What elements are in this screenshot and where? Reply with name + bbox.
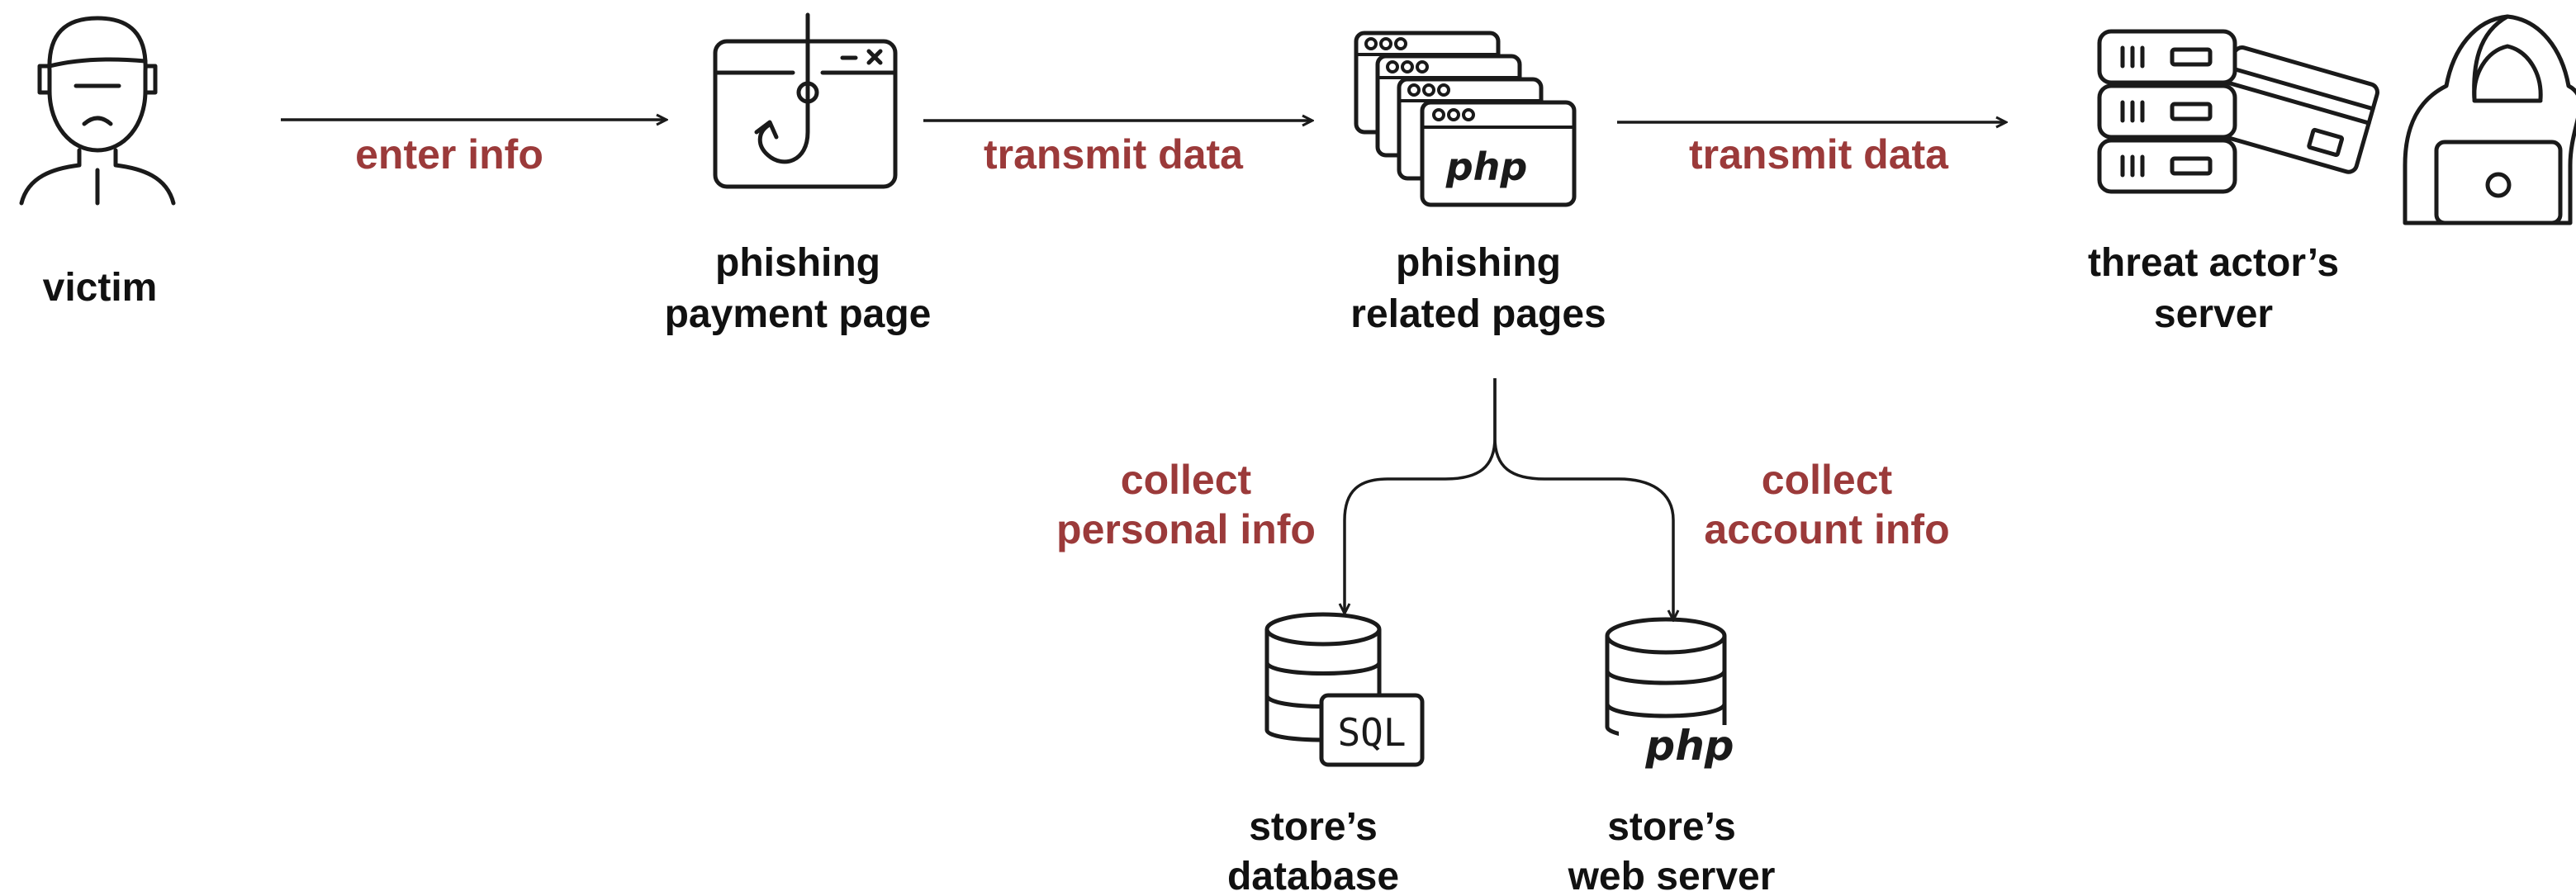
php-pages-icon-text: php bbox=[1445, 145, 1528, 189]
collect-personal-label-line2: personal info bbox=[1056, 506, 1316, 552]
threat-server-label-line1: threat actor’s bbox=[2088, 241, 2339, 285]
payment-page-label-line2: payment page bbox=[665, 292, 932, 336]
related-pages-label-line2: related pages bbox=[1350, 292, 1606, 336]
transmit-data-label-1: transmit data bbox=[984, 131, 1244, 178]
phishing-hook-page-icon bbox=[713, 12, 898, 189]
collect-personal-label-line1: collect bbox=[1121, 457, 1252, 503]
arrow-collect-personal-info bbox=[1345, 378, 1497, 613]
victim-person-icon bbox=[19, 16, 176, 206]
php-pages-stack-icon: php bbox=[1354, 31, 1577, 207]
hooded-hacker-icon bbox=[2403, 14, 2576, 225]
php-database-icon: php bbox=[1605, 617, 1743, 775]
collect-account-label-line2: account info bbox=[1704, 506, 1949, 552]
threat-server-label-line2: server bbox=[2154, 292, 2273, 336]
sql-database-icon-text: SQL bbox=[1337, 710, 1406, 755]
enter-info-label: enter info bbox=[355, 131, 543, 178]
victim-label: victim bbox=[43, 266, 158, 310]
store-db-label-line1: store’s bbox=[1249, 805, 1378, 849]
php-database-icon-text: php bbox=[1644, 722, 1734, 770]
store-db-label-line2: database bbox=[1227, 855, 1399, 896]
transmit-data-label-2: transmit data bbox=[1689, 131, 1949, 178]
sql-database-icon: SQL bbox=[1264, 612, 1425, 767]
payment-page-label-line1: phishing bbox=[715, 241, 880, 285]
server-cards-icon bbox=[2097, 29, 2379, 194]
store-web-label-line2: web server bbox=[1568, 855, 1776, 896]
store-web-label-line1: store’s bbox=[1607, 805, 1736, 849]
collect-account-label-line1: collect bbox=[1762, 457, 1893, 503]
arrow-collect-account-info bbox=[1493, 378, 1673, 619]
related-pages-label-line1: phishing bbox=[1396, 241, 1561, 285]
